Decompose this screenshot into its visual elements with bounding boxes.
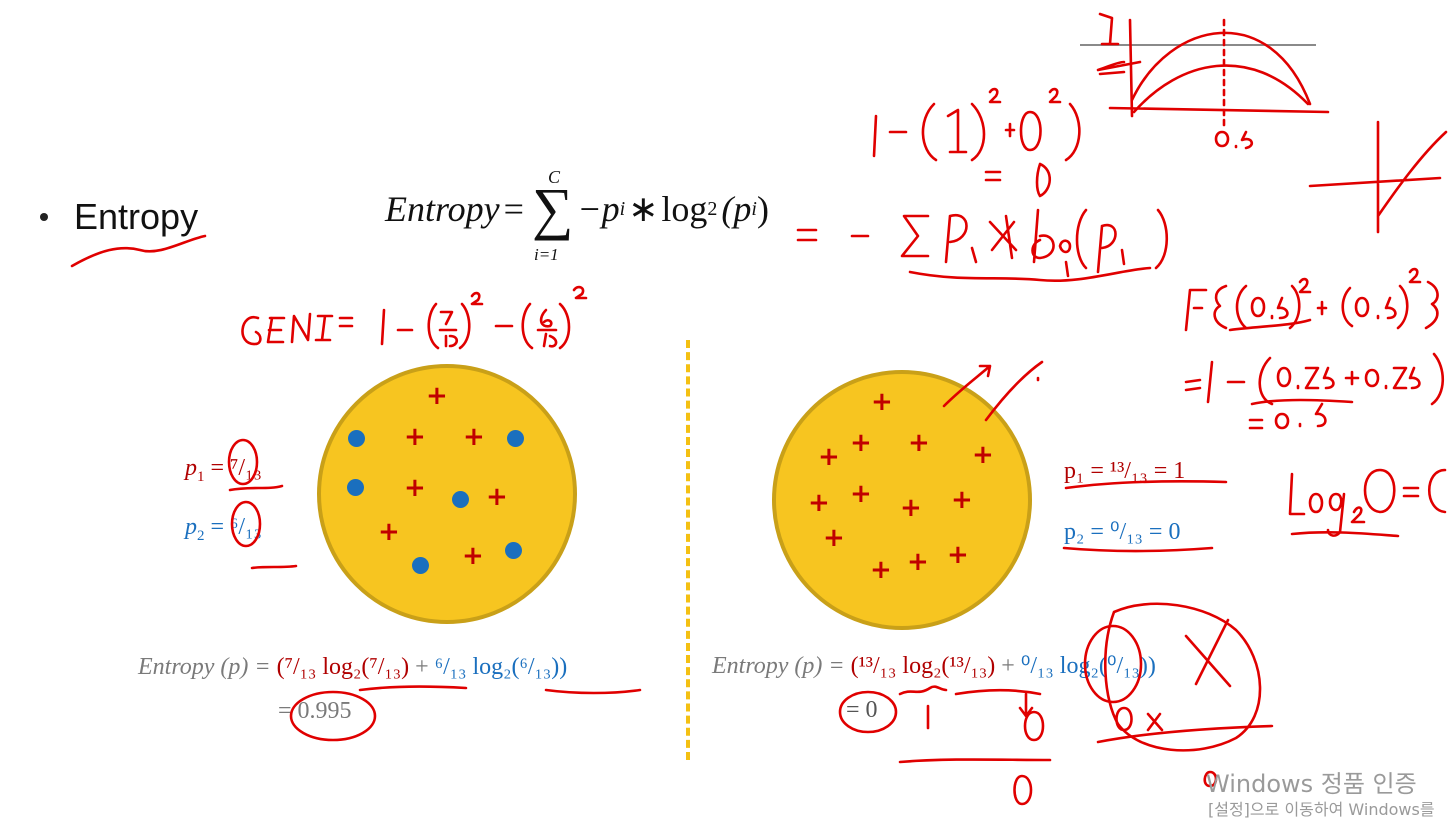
formula-arg-sub: i bbox=[751, 197, 757, 220]
formula-arg-close: ) bbox=[756, 189, 769, 229]
formula-log: log bbox=[661, 189, 708, 229]
bullet-dot-icon bbox=[40, 213, 48, 221]
plus-mark: + bbox=[871, 387, 893, 417]
top-rule bbox=[1080, 44, 1316, 46]
plus-mark: + bbox=[808, 488, 830, 518]
plus-mark: + bbox=[908, 428, 930, 458]
plus-mark: + bbox=[426, 381, 448, 411]
plus-mark: + bbox=[850, 479, 872, 509]
right-p2: p₂ = ⁰/₁₃ = 0 bbox=[1064, 519, 1181, 545]
watermark-line-2: [설정]으로 이동하여 Windows를 bbox=[1208, 800, 1435, 819]
plus-mark: + bbox=[404, 422, 426, 452]
plus-mark: + bbox=[947, 540, 969, 570]
formula-equals: = bbox=[503, 189, 524, 229]
plus-mark: + bbox=[972, 440, 994, 470]
left-entropy-calc: Entropy (p) = (⁷/₁₃ log₂(⁷/₁₃) + ⁶/₁₃ lo… bbox=[138, 654, 568, 680]
formula-sub-i: i bbox=[619, 197, 626, 220]
plus-mark: + bbox=[463, 422, 485, 452]
bullet-row: Entropy bbox=[40, 196, 198, 238]
sigma-lower: i=1 bbox=[533, 245, 559, 264]
plus-mark: + bbox=[870, 555, 892, 585]
dashed-divider bbox=[686, 340, 690, 760]
bullet-title: Entropy bbox=[74, 196, 199, 237]
watermark-line-1: Windows 정품 인증 bbox=[1206, 770, 1417, 798]
right-entropy-result: = 0 bbox=[846, 697, 878, 723]
blue-dot bbox=[412, 557, 429, 574]
plus-mark: + bbox=[823, 523, 845, 553]
plus-mark: + bbox=[900, 493, 922, 523]
plus-mark: + bbox=[486, 482, 508, 512]
right-p1: p₁ = ¹³/₁₃ = 1 bbox=[1064, 458, 1186, 484]
plus-mark: + bbox=[907, 547, 929, 577]
formula-arg: (p bbox=[721, 189, 752, 229]
formula-log-base: 2 bbox=[707, 197, 718, 220]
plus-mark: + bbox=[404, 473, 426, 503]
plus-mark: + bbox=[462, 541, 484, 571]
sigma-upper: C bbox=[547, 167, 560, 187]
right-sample-circle bbox=[772, 370, 1032, 630]
plus-mark: + bbox=[850, 428, 872, 458]
left-p2: p2 = ⁶/₁₃ bbox=[185, 514, 262, 544]
formula-times: ∗ bbox=[628, 189, 659, 229]
plus-mark: + bbox=[951, 485, 973, 515]
blue-dot bbox=[348, 430, 365, 447]
plus-mark: + bbox=[378, 517, 400, 547]
formula-lhs: Entropy bbox=[385, 189, 500, 229]
formula-term: −p bbox=[577, 189, 620, 229]
blue-dot bbox=[507, 430, 524, 447]
sigma-icon: ∑ C i=1 bbox=[531, 167, 574, 264]
right-entropy-calc: Entropy (p) = (¹³/₁₃ log₂(¹³/₁₃) + ⁰/₁₃ … bbox=[712, 653, 1156, 679]
blue-dot bbox=[452, 491, 469, 508]
plus-mark: + bbox=[818, 442, 840, 472]
blue-dot bbox=[505, 542, 522, 559]
blue-dot bbox=[347, 479, 364, 496]
